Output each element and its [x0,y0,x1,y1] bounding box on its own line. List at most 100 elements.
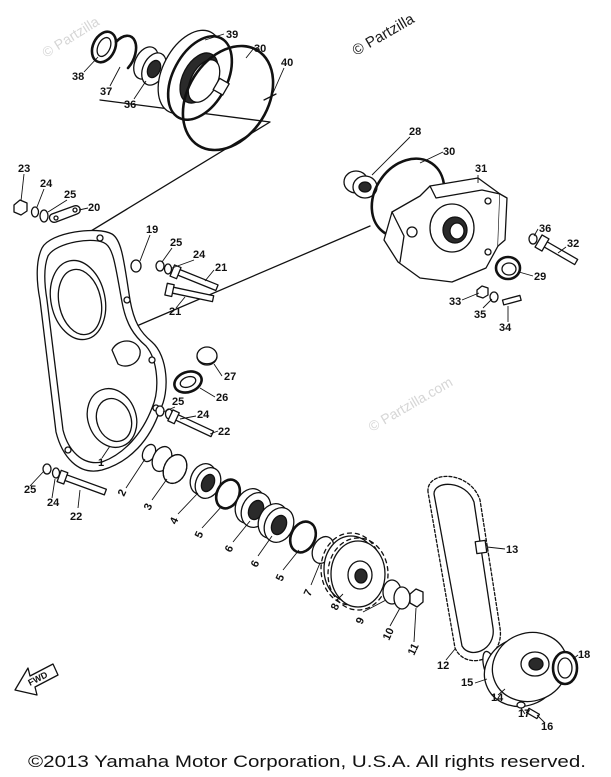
part-27-cap [196,346,218,366]
callout-17: 17 [518,708,530,720]
housing-hole [484,197,492,205]
cover-lower-fasteners [42,463,108,496]
leader-35 [482,298,493,309]
plate-hole [53,215,59,221]
part-13-master-link [474,539,488,555]
callout-36-upper: 36 [124,99,136,111]
part-38-oil-seal [90,30,118,64]
leader-13 [486,546,506,550]
callout-34: 34 [499,322,512,334]
leader-40 [272,67,285,94]
housing-hole [406,226,418,238]
callout-36-lower: 36 [539,223,551,235]
housing-shaft [449,222,465,240]
callout-6-b: 6 [249,559,262,570]
leader-24-c [179,415,197,420]
part-24-washer [51,467,61,479]
leader-33 [461,292,480,301]
bolt-head [164,282,175,298]
leader-22-b [77,489,81,509]
callout-5-a: 5 [193,530,206,541]
chain-loop [427,475,501,662]
leader-32 [557,246,567,254]
callout-33: 33 [449,296,461,308]
callout-31: 31 [475,163,487,175]
callout-24-a: 24 [40,178,53,190]
leader-16 [536,714,546,724]
leader-7 [310,562,321,586]
callout-27: 27 [224,371,236,383]
leader-30-upper [245,47,255,59]
callout-16: 16 [541,721,553,733]
forward-direction-arrow: FWD [14,663,59,696]
leader-29 [518,271,534,277]
cover-lower-opening [86,387,138,449]
leader-14 [497,688,506,696]
part-34-bolt [501,294,522,306]
ring [551,650,579,686]
callout-24-c: 24 [197,409,210,421]
callout-20: 20 [88,202,100,214]
o-ring [181,44,275,152]
leader-4 [177,492,199,515]
part-5-washer-b [288,520,318,554]
part-19-washer [130,259,142,273]
callout-19: 19 [146,224,158,236]
part-28-bearing [343,170,378,199]
leader-25-b [161,247,173,263]
part-40-pin [263,93,277,101]
leader-5-a [201,505,223,529]
leader-30-lower [419,151,444,164]
callout-30-upper: 30 [254,43,266,55]
part-25-washer [39,209,49,223]
leader-18 [572,654,579,660]
leader-lines [20,33,579,724]
callout-10: 10 [381,626,397,642]
drive-row-parts [141,443,335,565]
housing-ear [391,211,405,263]
callout-37: 37 [100,86,112,98]
seal-inner [501,262,517,276]
leader-25-d [29,470,45,487]
callout-25-c: 25 [172,396,184,408]
callout-24-d: 24 [47,497,60,509]
cover-bolt-hole [123,296,131,304]
callout-30-lower: 30 [443,146,455,158]
arrow-shape [14,663,59,696]
callout-39: 39 [226,29,238,41]
bearing-bore [358,181,372,193]
leader-24-a [36,188,45,208]
sprocket-bore [354,568,368,584]
bolt-head [56,469,69,485]
part-24-washer [163,263,173,275]
chain-inner-edge [433,483,494,654]
leader-26 [199,387,216,398]
leader-6-b [257,535,273,557]
plate-hole [72,207,78,213]
callout-24-b: 24 [193,249,206,261]
leader-39 [204,33,225,41]
gear-splines [162,453,188,485]
nut [476,285,489,299]
part-24-washer [30,206,40,218]
callout-22-a: 22 [218,426,230,438]
callout-numbers: 38 37 36 39 30 40 28 30 31 36 32 29 33 3… [18,29,590,733]
ring-inner [557,657,573,679]
seal-outer [90,30,118,64]
collar-bore [200,473,216,493]
cap-lip [196,356,218,365]
bolt-head [534,234,550,252]
callout-5-b: 5 [274,573,287,584]
part-10-washer [393,586,411,610]
callout-9: 9 [354,616,367,627]
callout-25-b: 25 [170,237,182,249]
part-35-washer [489,291,499,303]
callout-6-a: 6 [223,544,236,555]
callout-25-d: 25 [24,484,36,496]
seal-inner [96,36,112,58]
leader-24-b [171,259,195,269]
leader-36-lower [533,228,539,237]
bolt [501,294,522,306]
leader-1 [101,445,111,459]
cover-bolt-hole [96,234,104,242]
